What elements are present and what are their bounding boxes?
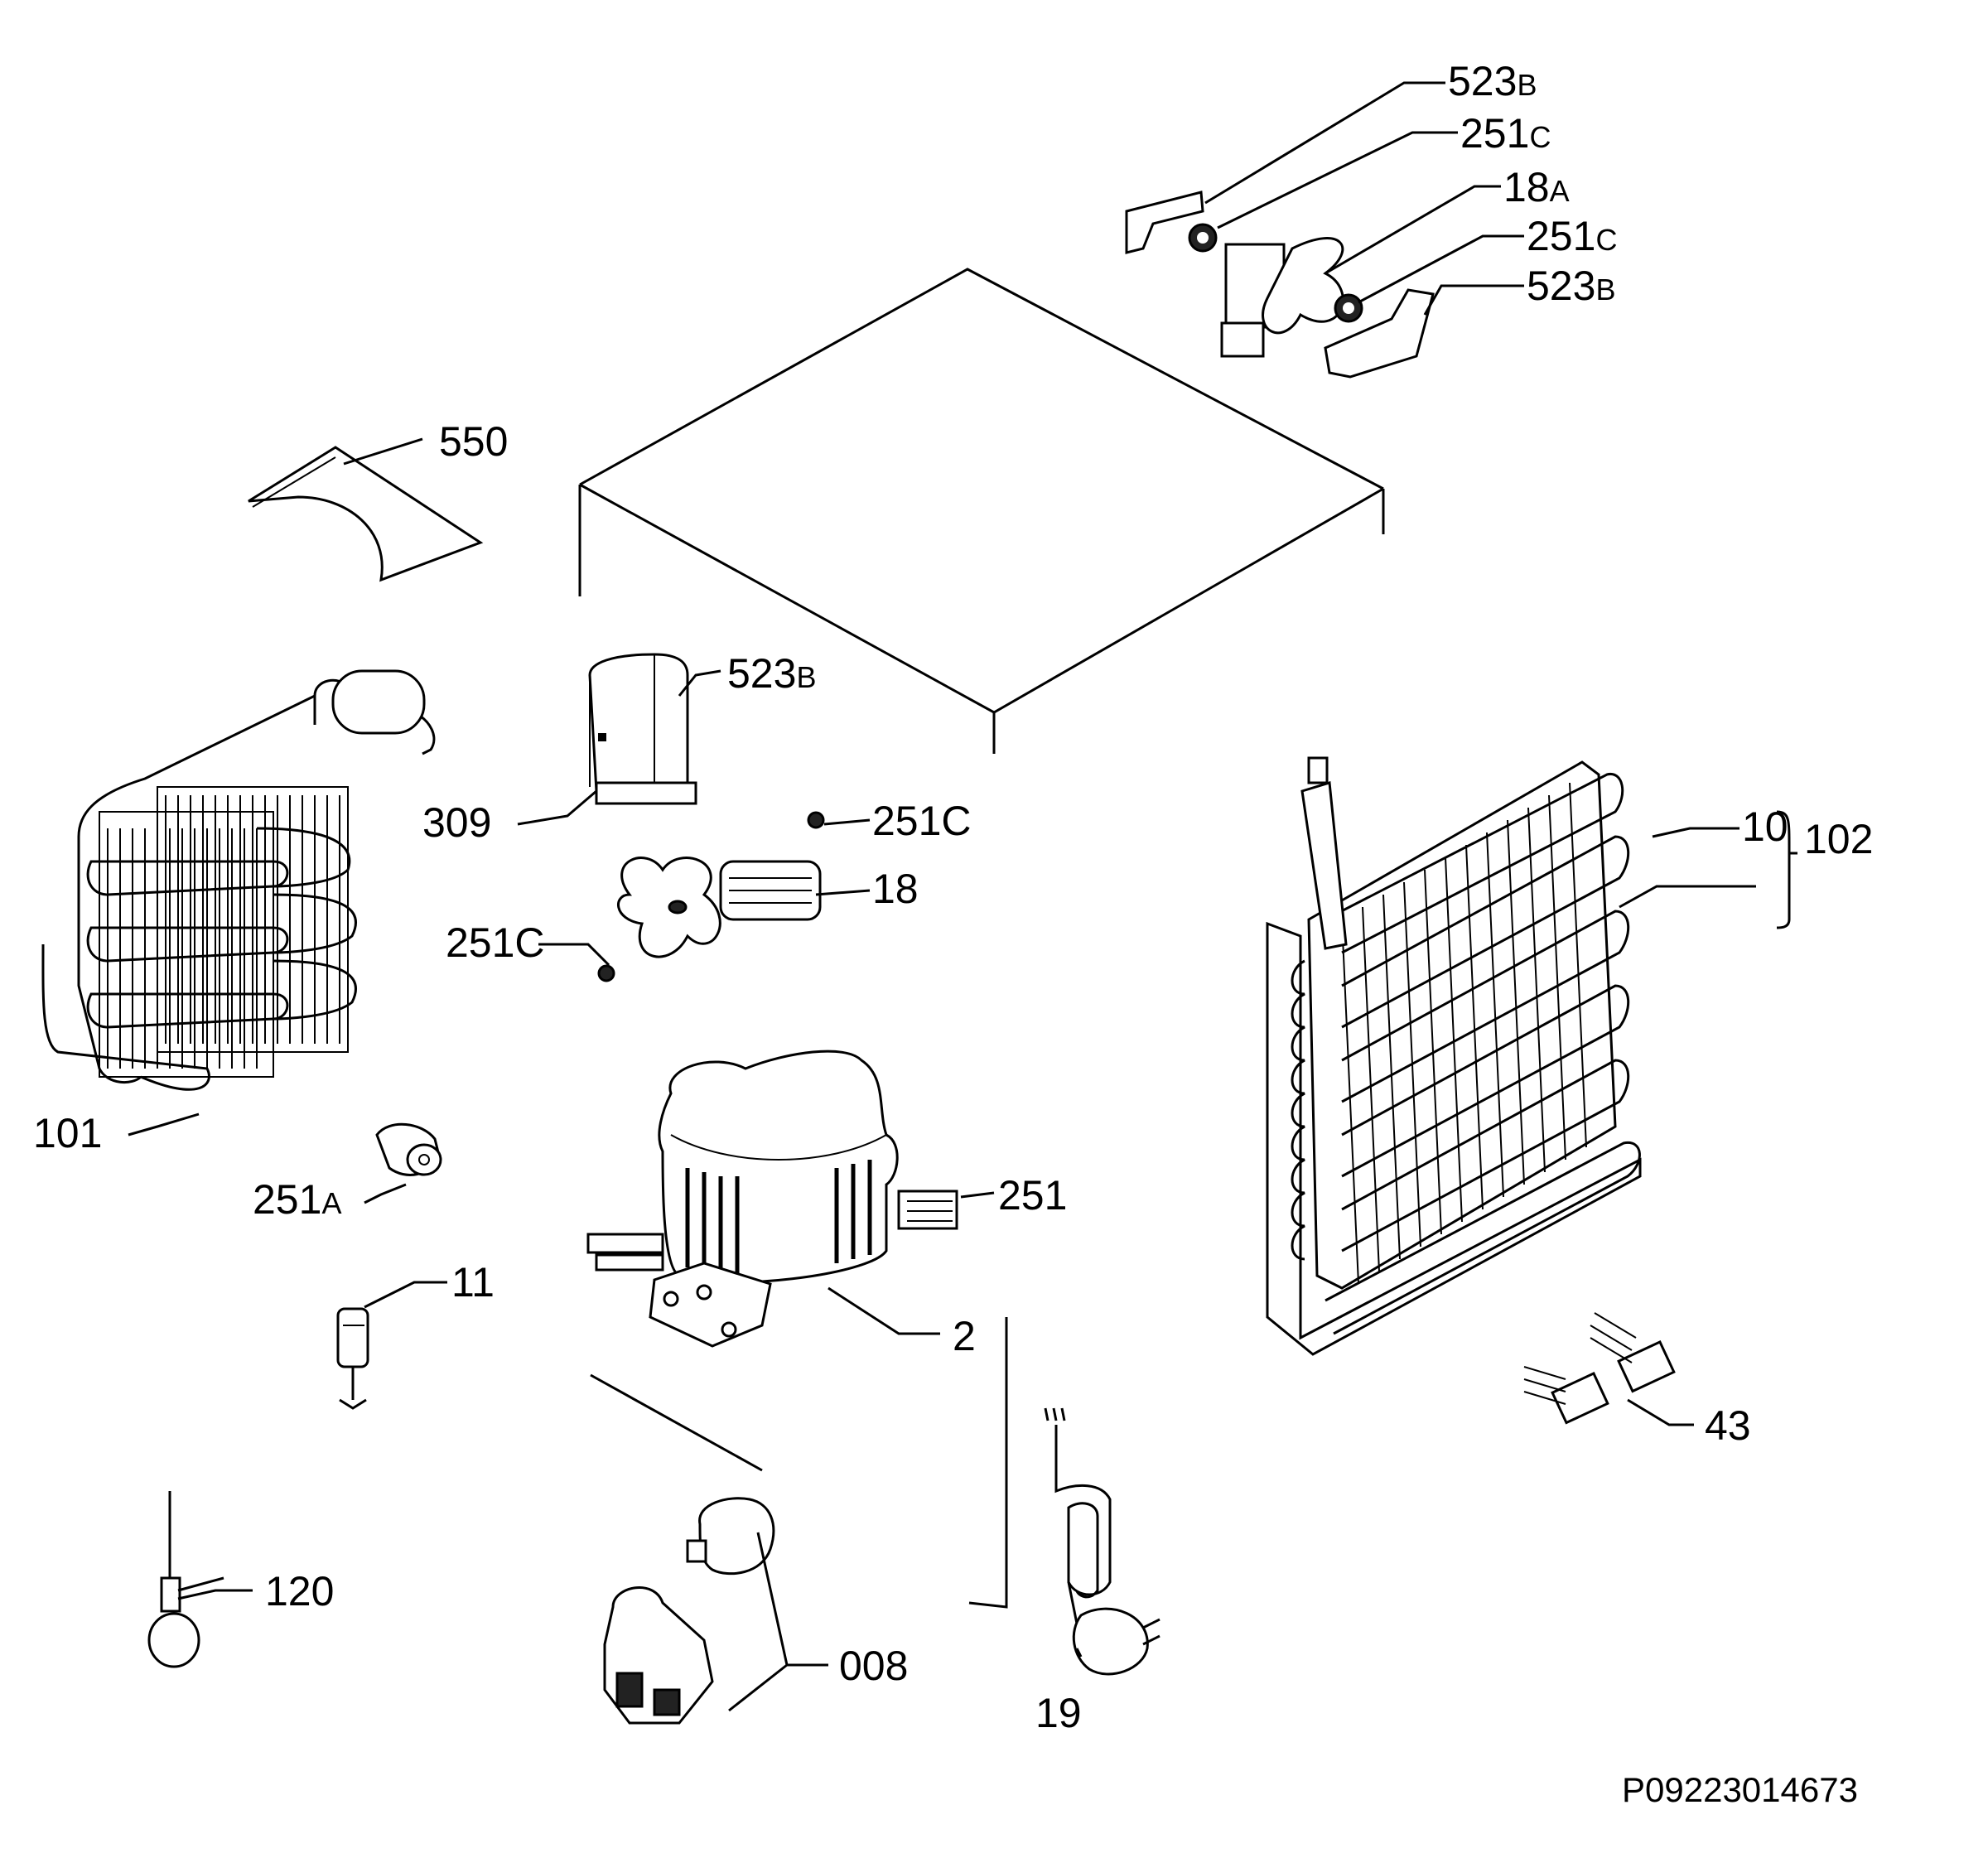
label-19: 19 <box>1035 1690 1082 1736</box>
power-cord-19 <box>968 1317 1160 1676</box>
label-2: 2 <box>953 1313 976 1359</box>
overload-11 <box>336 1307 369 1410</box>
cabinet-outline <box>578 268 1385 754</box>
condenser-101 <box>41 669 436 1091</box>
label-550: 550 <box>439 418 508 465</box>
starter-relay-008 <box>590 1373 775 1725</box>
label-18a: 18A <box>1503 164 1570 210</box>
label-008: 008 <box>839 1643 908 1689</box>
label-120: 120 <box>265 1568 334 1614</box>
fan-motor-18 <box>597 811 825 982</box>
connectors-43 <box>1523 1312 1676 1425</box>
label-309: 309 <box>422 799 491 846</box>
label-102: 102 <box>1804 816 1873 862</box>
label-251c-mid2: 251C <box>446 919 545 966</box>
part-labels: 523B 251C 18A 251C 523B 550 523B 309 251… <box>33 58 1873 1809</box>
cover-plate-550 <box>248 446 484 582</box>
label-523b-mid: 523B <box>727 650 816 697</box>
label-251c-mid1: 251C <box>872 798 972 844</box>
label-10: 10 <box>1742 804 1788 850</box>
compressor-2 <box>586 1050 958 1348</box>
label-101: 101 <box>33 1110 102 1156</box>
grommet-251a <box>375 1122 442 1176</box>
thermostat-120 <box>147 1491 224 1668</box>
drawing-code: P09223014673 <box>1622 1770 1858 1809</box>
leader-lines <box>128 81 1797 1712</box>
relay-box-309 <box>588 653 697 805</box>
label-251a: 251A <box>253 1176 341 1223</box>
evaporator-102 <box>1266 756 1642 1356</box>
fan-assembly-18a <box>1125 191 1435 379</box>
label-251: 251 <box>998 1172 1067 1219</box>
label-43: 43 <box>1705 1402 1751 1449</box>
label-11: 11 <box>451 1259 495 1305</box>
label-18: 18 <box>872 866 919 912</box>
label-251c-top2: 251C <box>1527 213 1617 259</box>
label-523b-top: 523B <box>1448 58 1537 104</box>
label-251c-top1: 251C <box>1460 110 1551 157</box>
label-523b-top2: 523B <box>1527 263 1615 309</box>
